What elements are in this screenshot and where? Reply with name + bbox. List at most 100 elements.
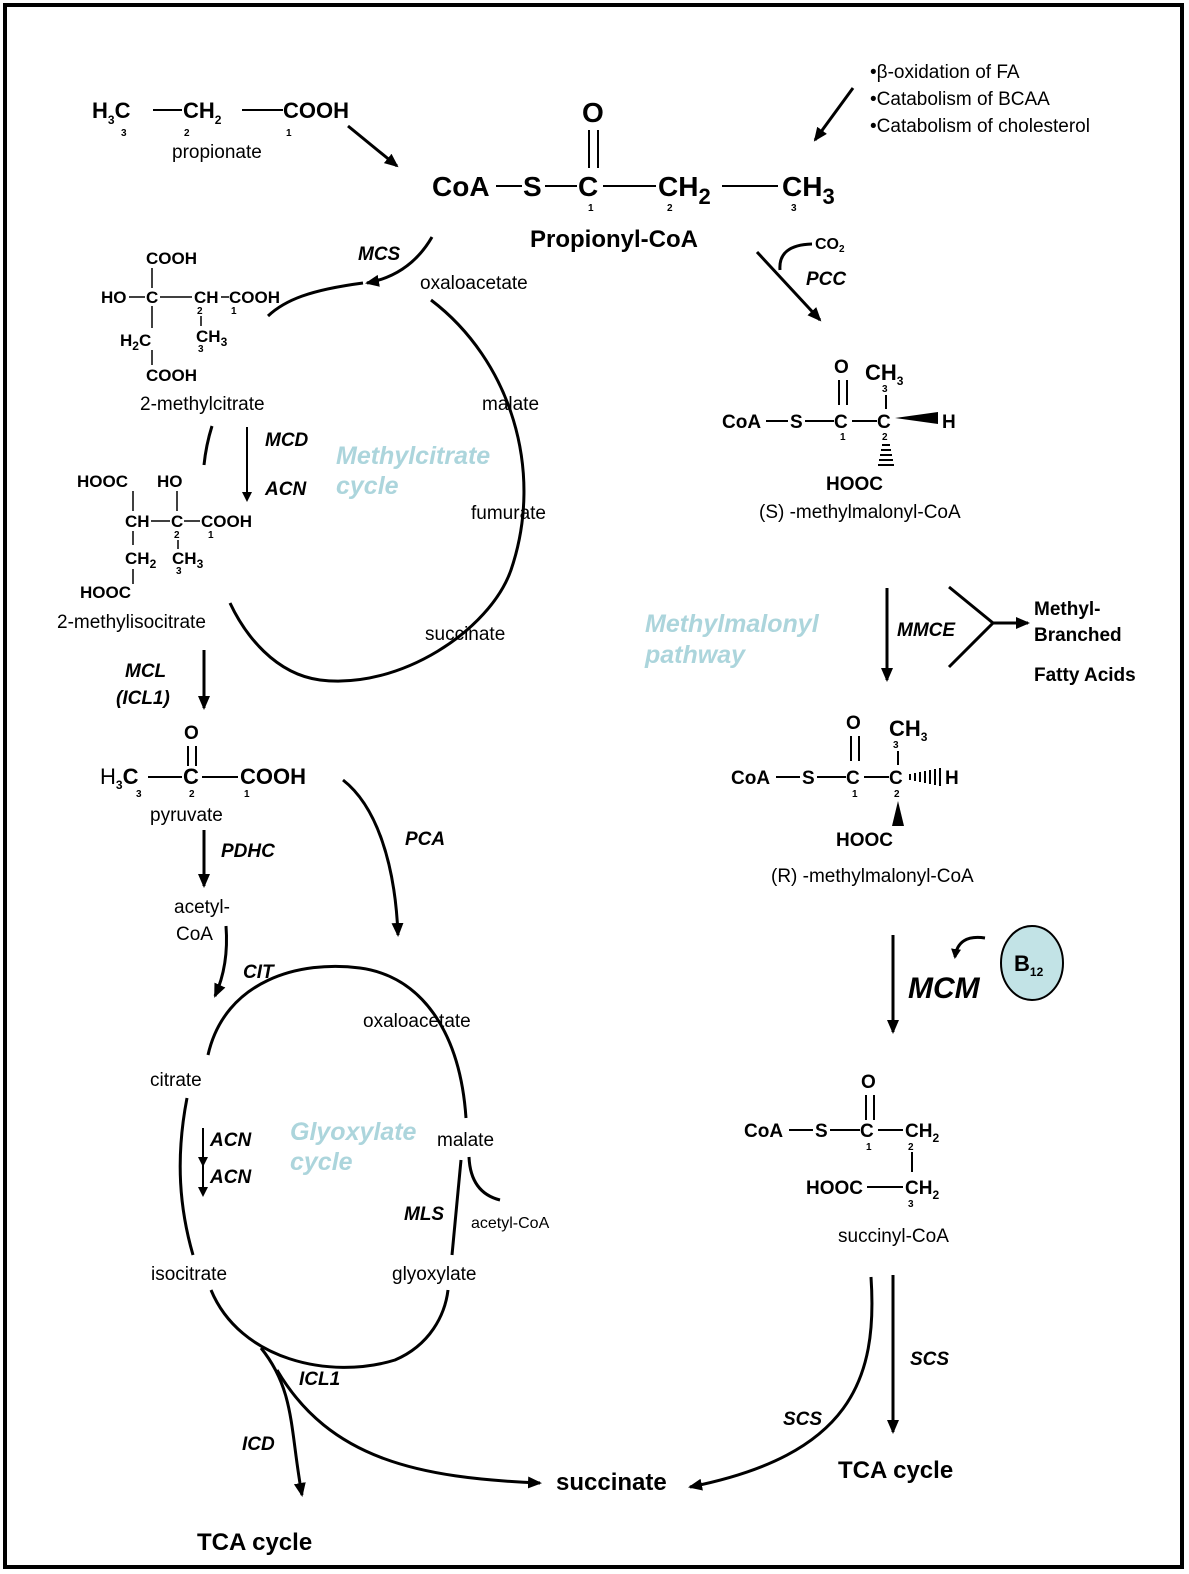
methylisocitrate-label: 2-methylisocitrate	[57, 612, 206, 633]
svg-text:HOOC: HOOC	[836, 830, 893, 851]
svg-text:cycle: cycle	[336, 472, 399, 500]
svg-text:1: 1	[588, 203, 594, 214]
pyruvate-label: pyruvate	[150, 805, 223, 826]
enzyme-icl1: ICL1	[299, 1369, 340, 1390]
svg-text:H3C: H3C	[100, 764, 139, 792]
svg-text:Methyl-: Methyl-	[1034, 599, 1101, 620]
cit-arrow	[213, 925, 228, 998]
svg-text:acetyl-: acetyl-	[174, 897, 230, 918]
svg-text:1: 1	[840, 432, 846, 443]
mmce-branch	[947, 585, 996, 669]
acetyl-coa-side: acetyl-CoA	[471, 1215, 550, 1232]
succinyl-coa-structure: O CoA S C CH2 1 2 HOOC CH2 3	[744, 1072, 939, 1210]
svg-text:3: 3	[908, 1199, 914, 1210]
svg-text:COOH: COOH	[201, 512, 252, 531]
glyoxylate-cycle-arc-top	[206, 964, 468, 1119]
svg-text:CH2: CH2	[905, 1121, 939, 1145]
glyoxylate-cycle-label: Glyoxylate cycle	[290, 1118, 417, 1176]
icl1-arrow	[275, 1369, 542, 1489]
svg-text:2: 2	[894, 789, 900, 800]
malate-bottom: malate	[437, 1130, 494, 1151]
svg-text:3: 3	[893, 740, 899, 751]
svg-text:Glyoxylate: Glyoxylate	[290, 1118, 417, 1146]
svg-text:3: 3	[176, 566, 182, 577]
methylcitrate-cycle-label: Methylcitrate cycle	[336, 442, 490, 500]
svg-text:CH2: CH2	[125, 549, 157, 571]
source-bcaa: •Catabolism of BCAA	[870, 89, 1050, 110]
methylcitrate-structure: COOH HO C CH COOH 1 2 CH3 3 H2C COOH	[101, 249, 280, 385]
svg-text:2: 2	[174, 530, 180, 541]
propionate-structure: H3C CH2 COOH 3 2 1 propionate	[92, 98, 349, 163]
svg-text:O: O	[846, 713, 861, 734]
svg-text:CH3: CH3	[172, 549, 204, 571]
svg-text:1: 1	[231, 306, 237, 317]
svg-text:COOH: COOH	[283, 98, 349, 123]
svg-text:C: C	[860, 1121, 874, 1142]
svg-text:2: 2	[184, 128, 190, 139]
svg-text:3: 3	[136, 789, 142, 800]
svg-text:CH3: CH3	[889, 716, 928, 744]
propionate-label: propionate	[172, 142, 262, 163]
methylcitrate-label: 2-methylcitrate	[140, 394, 265, 415]
acetyl-coa: acetyl- CoA	[174, 897, 230, 945]
svg-text:H2C: H2C	[120, 331, 151, 353]
enzyme-icd: ICD	[242, 1434, 275, 1455]
fatty-acid-sources: •β-oxidation of FA •Catabolism of BCAA •…	[870, 62, 1090, 137]
svg-text:C: C	[578, 171, 598, 202]
svg-text:C: C	[146, 288, 158, 307]
svg-text:2: 2	[189, 789, 195, 800]
r-methylmalonyl-structure: O CH3 3 CoA S C C 1 2 H HOOC	[731, 713, 959, 851]
svg-text:Methylcitrate: Methylcitrate	[336, 442, 490, 470]
scs-arrow-succinate	[688, 1276, 874, 1491]
svg-text:HOOC: HOOC	[77, 472, 128, 491]
succinate-top: succinate	[425, 624, 505, 645]
enzyme-mcm: MCM	[908, 972, 981, 1005]
enzyme-cit: CIT	[243, 962, 275, 983]
svg-text:3: 3	[198, 344, 204, 355]
svg-text:Fatty Acids: Fatty Acids	[1034, 665, 1136, 686]
svg-text:HO: HO	[157, 472, 183, 491]
svg-text:HOOC: HOOC	[826, 474, 883, 495]
malate-top: malate	[482, 394, 539, 415]
svg-text:2: 2	[197, 306, 203, 317]
b12-label: B12	[1014, 951, 1044, 979]
svg-text:CH3: CH3	[782, 171, 835, 209]
enzyme-scs-right: SCS	[910, 1349, 949, 1370]
methylcitrate-cycle-arc-top-left	[266, 281, 364, 318]
svg-text:2: 2	[667, 203, 673, 214]
svg-text:3: 3	[791, 203, 797, 214]
svg-text:S: S	[523, 171, 542, 202]
svg-text:O: O	[582, 97, 604, 128]
enzyme-mcl: MCL	[125, 661, 166, 682]
enzyme-mcs: MCS	[358, 244, 401, 265]
isocitrate: isocitrate	[151, 1264, 227, 1285]
figure-frame	[3, 3, 1184, 1569]
succinyl-coa-label: succinyl-CoA	[838, 1226, 949, 1247]
methyl-branched-fatty-acids: Methyl- Branched Fatty Acids	[1034, 599, 1136, 686]
svg-text:1: 1	[208, 530, 214, 541]
svg-text:S: S	[815, 1121, 828, 1142]
svg-text:2: 2	[882, 432, 888, 443]
enzyme-pca: PCA	[405, 829, 445, 850]
svg-text:HOOC: HOOC	[806, 1178, 863, 1199]
svg-text:CoA: CoA	[744, 1121, 783, 1142]
propionate-arrow	[347, 124, 399, 168]
enzyme-acn-top: ACN	[264, 479, 307, 500]
svg-text:3: 3	[121, 128, 127, 139]
svg-text:C: C	[877, 412, 891, 433]
svg-text:C: C	[171, 512, 183, 531]
s-methylmalonyl-label: (S) -methylmalonyl-CoA	[759, 502, 961, 523]
svg-text:S: S	[790, 412, 803, 433]
pcc-arrow	[755, 250, 822, 322]
enzyme-mmce: MMCE	[897, 620, 956, 641]
methylmalonyl-pathway-label: Methylmalonyl pathway	[644, 610, 820, 669]
enzyme-icl1-paren: (ICL1)	[116, 688, 170, 709]
glyoxylate-cycle-arc-left	[178, 1097, 195, 1256]
svg-text:O: O	[834, 357, 849, 378]
pca-arrow	[342, 778, 404, 937]
svg-text:CoA: CoA	[731, 768, 770, 789]
svg-text:3: 3	[882, 384, 888, 395]
svg-text:S: S	[802, 768, 815, 789]
svg-text:CH: CH	[194, 288, 219, 307]
